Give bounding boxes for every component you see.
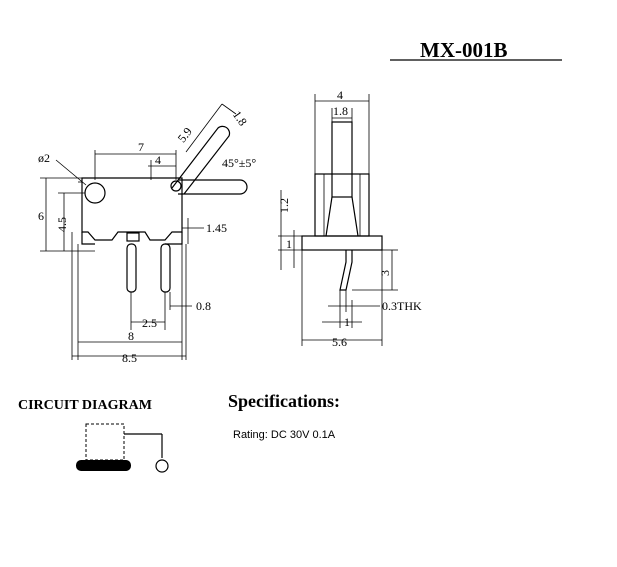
dim-top-4: 4 bbox=[155, 153, 161, 167]
dim-line-5-9 bbox=[185, 103, 223, 153]
circuit-terminal bbox=[155, 459, 169, 473]
dim-hole-diameter: ø2 bbox=[38, 151, 50, 165]
terminal-bent bbox=[339, 250, 353, 291]
specs-heading: Specifications: bbox=[228, 391, 340, 411]
dim-0-8: 0.8 bbox=[196, 299, 211, 313]
dim-side-5-6: 5.6 bbox=[332, 335, 347, 349]
specifications: Specifications: Rating: DC 30V 0.1A bbox=[228, 391, 340, 441]
circuit-dashed-box bbox=[85, 423, 125, 461]
lever-pivot bbox=[170, 180, 182, 192]
dim-1-45: 1.45 bbox=[206, 221, 227, 235]
dim-height-6: 6 bbox=[38, 209, 44, 223]
dim-top-7: 7 bbox=[138, 140, 144, 154]
dim-side-bottom-1: 1 bbox=[344, 315, 350, 329]
dim-lever-angle: 45°±5° bbox=[222, 156, 256, 170]
dim-line-1-8-lever bbox=[221, 103, 237, 115]
part-number-title: MX-001B bbox=[420, 38, 508, 62]
dim-height-4-5: 4.5 bbox=[55, 217, 69, 232]
lever-rest bbox=[178, 179, 248, 195]
dim-side-1-2: 1.2 bbox=[277, 198, 291, 213]
side-body bbox=[314, 173, 370, 237]
dim-side-0-3thk: 0.3THK bbox=[382, 299, 422, 313]
dim-2-5: 2.5 bbox=[142, 316, 157, 330]
plunger bbox=[331, 121, 353, 198]
circuit-heading: CIRCUIT DIAGRAM bbox=[18, 398, 152, 413]
circuit-diagram: CIRCUIT DIAGRAM bbox=[18, 398, 169, 473]
actuator-slot bbox=[126, 232, 140, 242]
dim-lever-1-8: 1.8 bbox=[230, 108, 250, 128]
front-view: ø2 7 4 5.9 1.8 45°±5° 6 4.5 1.45 0 bbox=[38, 103, 256, 365]
dim-side-1-8: 1.8 bbox=[333, 104, 348, 118]
circuit-contact-bar bbox=[76, 460, 131, 471]
specs-rating: Rating: DC 30V 0.1A bbox=[233, 429, 336, 441]
side-view: 4 1.8 1.2 1 3 0.3THK 1 5.6 bbox=[277, 88, 422, 349]
lever-arm bbox=[171, 125, 231, 195]
mounting-hole bbox=[84, 182, 106, 204]
dim-8: 8 bbox=[128, 329, 134, 343]
plunger-neck bbox=[325, 196, 359, 237]
leader-hole-dia bbox=[55, 159, 87, 186]
dim-side-3: 3 bbox=[378, 270, 392, 276]
switch-body-outline bbox=[81, 177, 183, 241]
dim-side-1: 1 bbox=[286, 237, 292, 251]
dim-side-4: 4 bbox=[337, 88, 343, 102]
terminal-pin-left bbox=[126, 243, 137, 293]
dim-lever-5-9: 5.9 bbox=[175, 125, 195, 145]
side-flange bbox=[301, 235, 383, 251]
terminal-pin-right bbox=[160, 243, 171, 293]
dim-8-5: 8.5 bbox=[122, 351, 137, 365]
